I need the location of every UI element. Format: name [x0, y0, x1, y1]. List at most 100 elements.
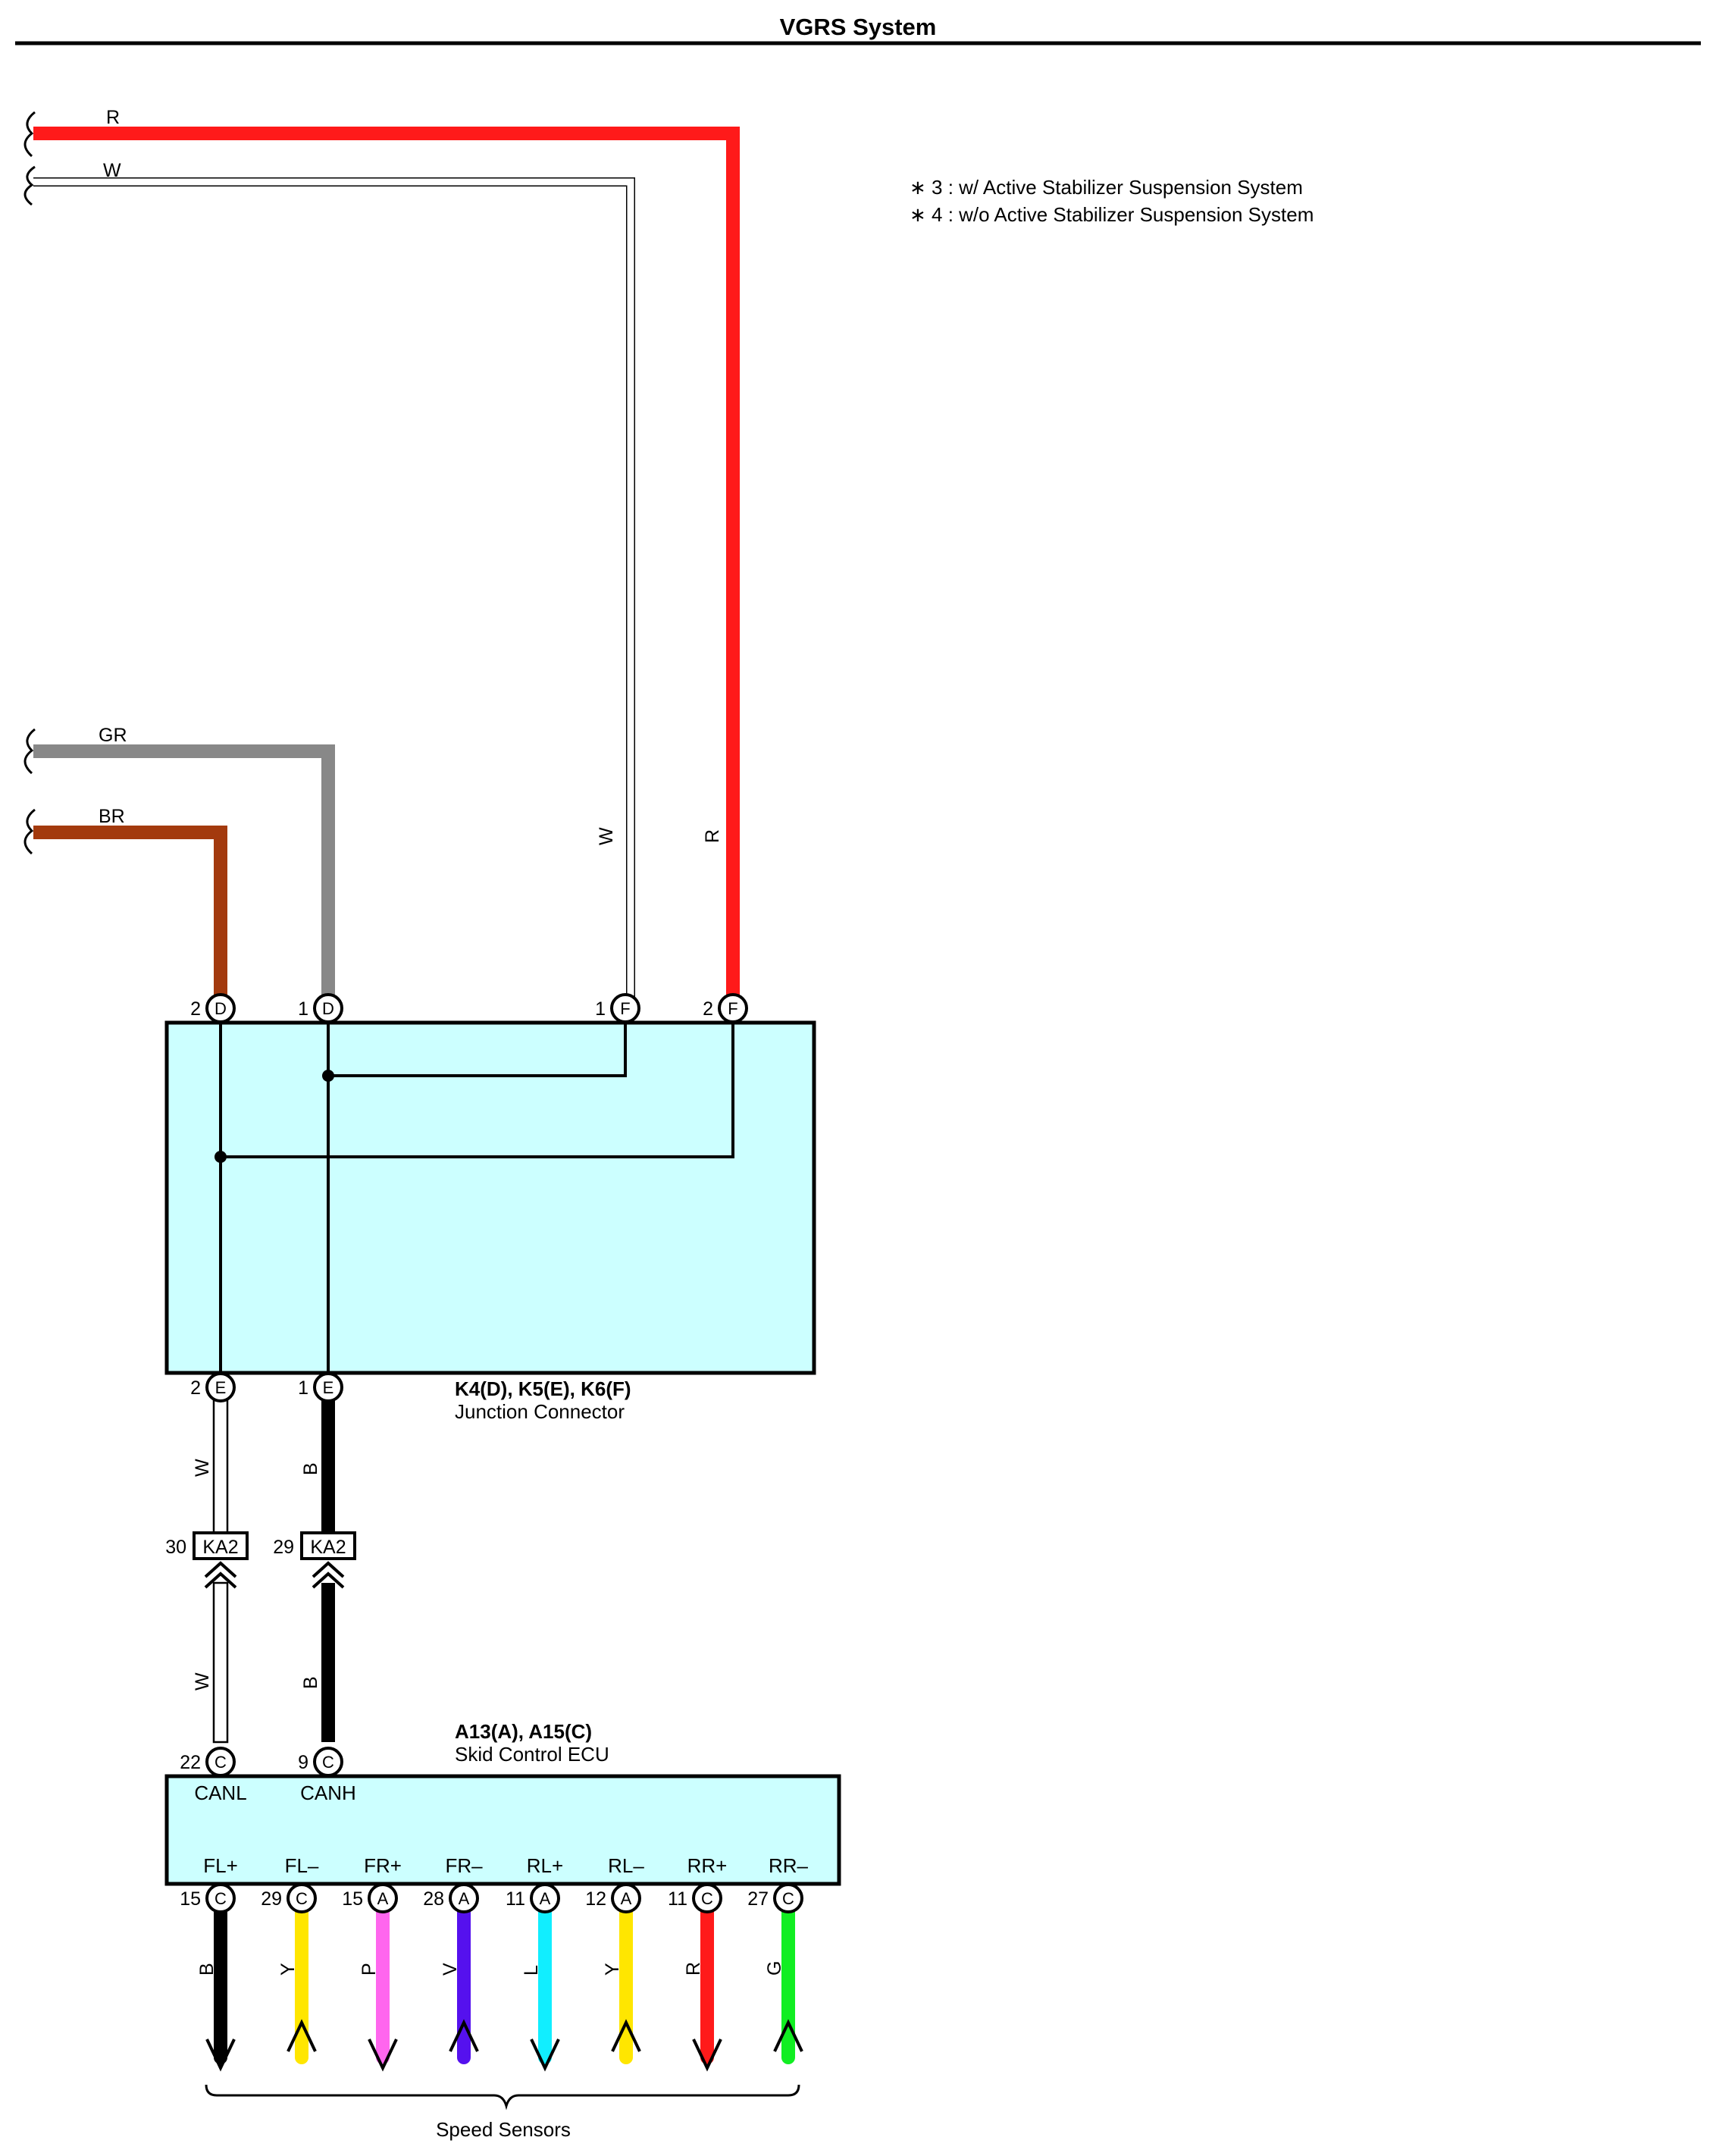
- ecu-bottom-pin-1: C 15: [180, 1883, 236, 1913]
- sensor-wire-8: GRR–: [764, 1854, 809, 2064]
- wire-label-r-vertical: R: [702, 829, 723, 843]
- wire-r-top: [33, 127, 740, 1008]
- wire-br-top: [33, 826, 227, 1008]
- wire-label-canh-lower: B: [300, 1676, 321, 1689]
- ecu-bottom-pin-7: C11: [668, 1883, 722, 1913]
- sensor-wire-7-color-label: R: [683, 1962, 704, 1976]
- sensor-wire-1-color-label: B: [196, 1963, 218, 1976]
- ecu-bottom-pin-8-code: C: [782, 1889, 794, 1908]
- inline-connector-29: KA2 29: [273, 1531, 356, 1589]
- ecu-signal-label-2: FL–: [285, 1854, 319, 1877]
- junction-bottom-pin-2: E1: [298, 1372, 343, 1402]
- ecu-bottom-pin-6-number: 12: [585, 1888, 606, 1910]
- ecu-bottom-pin-4-number: 28: [423, 1888, 444, 1910]
- inline-num-29: 29: [273, 1537, 294, 1558]
- note-3: ∗ 3 : w/ Active Stabilizer Suspension Sy…: [910, 176, 1303, 199]
- ecu-box: [164, 1774, 841, 1886]
- sensor-wire-5-color-label: L: [521, 1965, 542, 1976]
- break-mark-w: [23, 165, 36, 206]
- ecu-signal-label-3: FR+: [364, 1854, 402, 1877]
- ecu-canl-label: CANL: [194, 1782, 246, 1804]
- ecu-signal-label-5: RL+: [527, 1854, 563, 1877]
- junction-top-pin-3-code: F: [620, 999, 630, 1018]
- sensor-wire-3-color-label: P: [359, 1963, 380, 1976]
- wire-label-w-vertical: W: [596, 827, 617, 845]
- wire-canl-upper: [212, 1386, 229, 1544]
- junction-top-pin-1-number: 2: [190, 998, 201, 1020]
- ecu-bottom-pin-3: A15: [342, 1883, 398, 1913]
- speed-sensors-label: Speed Sensors: [436, 2118, 571, 2141]
- ecu-bottom-pin-6-code: A: [621, 1889, 632, 1908]
- wire-label-br: BR: [99, 806, 125, 827]
- junction-bottom-pin-1-number: 2: [190, 1377, 201, 1399]
- junction-top-pin-4-number: 2: [703, 998, 713, 1020]
- ecu-signal-label-7: RR+: [687, 1854, 728, 1877]
- ecu-bottom-pin-6: A 12: [585, 1883, 641, 1913]
- note-4: ∗ 4 : w/o Active Stabilizer Suspension S…: [910, 203, 1314, 226]
- ecu-top-pin-1-number: 22: [180, 1752, 201, 1773]
- break-mark-br: [23, 808, 36, 855]
- junction-top-pin-1-code: D: [214, 999, 227, 1018]
- sensor-wire-6: Y RL–: [602, 1854, 644, 2064]
- sensor-wire-2: YFL–: [277, 1854, 319, 2064]
- sensor-wire-5: L RL+: [521, 1854, 563, 2072]
- ecu-bottom-pin-1-code: C: [214, 1889, 227, 1908]
- junction-bottom-pin-2-code: E: [323, 1378, 334, 1397]
- inline-connector-30: KA2 30: [165, 1531, 249, 1589]
- ecu-name: A13(A), A15(C): [455, 1720, 592, 1743]
- wire-label-canh-upper: B: [300, 1462, 321, 1475]
- wire-label-gr: GR: [99, 725, 127, 746]
- inline-num-30: 30: [165, 1537, 186, 1558]
- sensor-wire-7: R RR+: [683, 1854, 728, 2072]
- ecu-bottom-pin-4: A28: [423, 1883, 479, 1913]
- sensor-wire-3: P FR+: [359, 1854, 402, 2072]
- break-mark-gr: [23, 728, 36, 775]
- junction-top-pin-2: D1: [298, 993, 343, 1023]
- ecu-top-pin-2-code: C: [322, 1753, 334, 1772]
- ecu-top-pin-2: C9: [298, 1747, 343, 1777]
- ecu-bottom-pin-5: A 11: [506, 1883, 560, 1913]
- junction-description: Junction Connector: [455, 1400, 625, 1423]
- wire-label-canl-lower: W: [192, 1672, 213, 1691]
- sensor-wire-4: V FR–: [440, 1854, 483, 2064]
- junction-bottom-pin-1: E2: [190, 1372, 236, 1402]
- wire-canh-lower: [321, 1583, 335, 1742]
- ecu-signal-label-4: FR–: [445, 1854, 483, 1877]
- junction-top-pin-1: D2: [190, 993, 236, 1023]
- inline-code-29: KA2: [310, 1537, 346, 1558]
- wire-canl-lower: [212, 1581, 229, 1744]
- junction-name: K4(D), K5(E), K6(F): [455, 1377, 631, 1400]
- sensor-wire-4-color-label: V: [440, 1963, 461, 1976]
- ecu-signal-label-6: RL–: [608, 1854, 644, 1877]
- wire-label-r: R: [106, 107, 120, 128]
- ecu-top-pin-1-code: C: [214, 1753, 227, 1772]
- ecu-bottom-pin-8: C 27: [747, 1883, 803, 1913]
- junction-bottom-pin-1-code: E: [215, 1378, 227, 1397]
- ecu-bottom-pin-2-number: 29: [261, 1888, 282, 1910]
- junction-top-pin-3: F1: [595, 993, 640, 1023]
- ecu-bottom-pin-7-number: 11: [668, 1888, 687, 1910]
- sensor-wire-1: BFL+: [196, 1854, 238, 2072]
- wire-label-canl-upper: W: [192, 1459, 213, 1477]
- sensor-wire-6-color-label: Y: [602, 1963, 623, 1976]
- page-title: VGRS System: [780, 14, 937, 40]
- junction-top-pin-2-code: D: [322, 999, 334, 1018]
- ecu-bottom-pin-1-number: 15: [180, 1888, 201, 1910]
- speed-sensors-brace: [205, 2084, 800, 2111]
- ecu-bottom-pin-5-number: 11: [506, 1888, 525, 1910]
- break-marks: [23, 111, 36, 855]
- wire-label-w: W: [103, 160, 121, 181]
- wire-canh-upper: [321, 1387, 335, 1543]
- wire-w-top: [33, 178, 634, 1008]
- ecu-bottom-pin-8-number: 27: [747, 1888, 769, 1910]
- ecu-bottom-pin-3-code: A: [377, 1889, 389, 1908]
- ecu-description: Skid Control ECU: [455, 1743, 609, 1766]
- junction-bottom-pin-2-number: 1: [298, 1377, 308, 1399]
- splice-dot-1: [322, 1070, 334, 1082]
- junction-top-pin-3-number: 1: [595, 998, 606, 1020]
- ecu-bottom-pin-5-code: A: [540, 1889, 551, 1908]
- ecu-top-pin-1: C 22: [180, 1747, 236, 1777]
